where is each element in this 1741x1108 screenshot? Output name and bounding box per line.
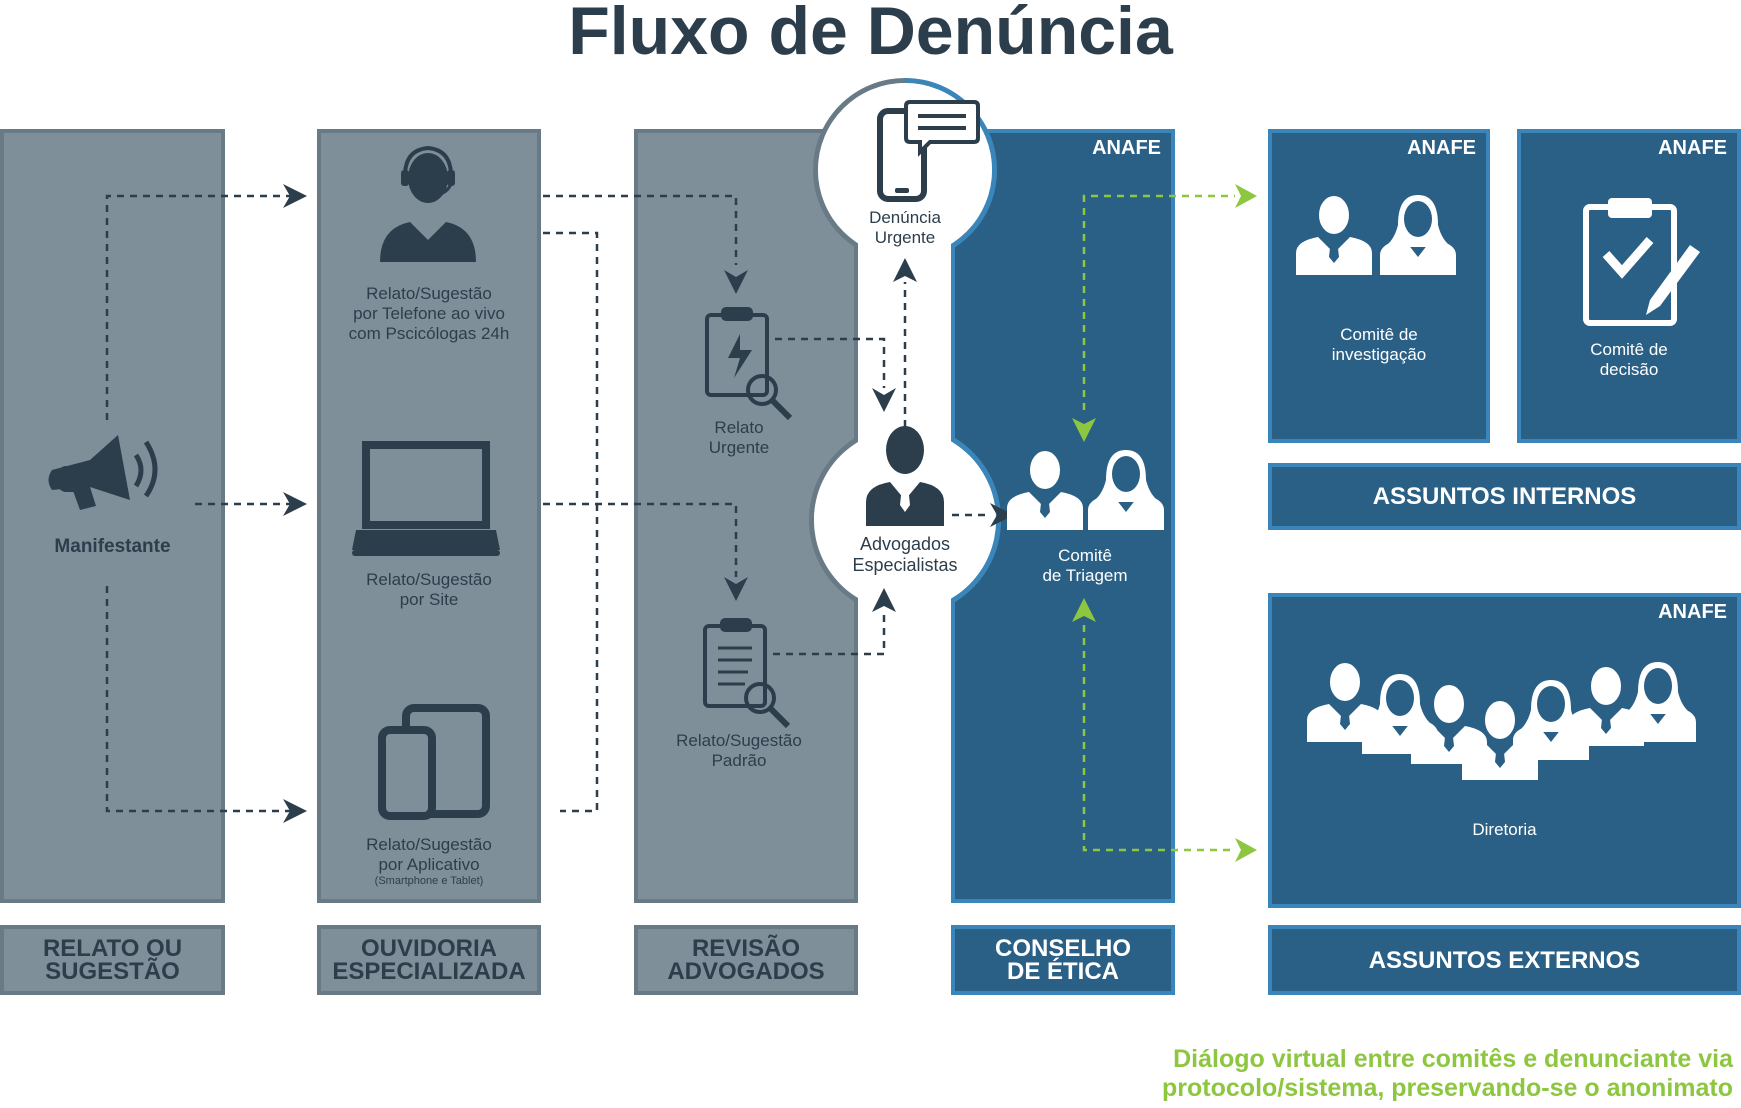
label-line: ADVOGADOS bbox=[667, 958, 825, 985]
caption-line: decisão bbox=[1599, 360, 1659, 379]
caption-advogados: Advogados Especialistas bbox=[820, 534, 990, 576]
caption-line: de Triagem bbox=[1042, 566, 1128, 585]
arrow-right bbox=[283, 184, 307, 208]
caption-line: Urgente bbox=[708, 438, 770, 457]
caption-line: por Site bbox=[399, 590, 459, 609]
footer-note: Diálogo virtual entre comitês e denuncia… bbox=[1162, 1045, 1733, 1103]
caption-line: Relato/Sugestão bbox=[676, 731, 802, 750]
caption-line: Comitê bbox=[1058, 546, 1112, 565]
caption-comite-investigacao: Comitê de investigação bbox=[1268, 325, 1490, 365]
arrow-right-green bbox=[1235, 184, 1257, 208]
box-comite-investigacao bbox=[1268, 129, 1490, 443]
caption-telefone: Relato/Sugestão por Telefone ao vivo com… bbox=[317, 284, 541, 344]
caption-line: Denúncia bbox=[869, 208, 941, 227]
anafe-badge: ANAFE bbox=[1658, 601, 1727, 623]
caption-line: Urgente bbox=[874, 228, 936, 247]
caption-line: Relato bbox=[714, 418, 764, 437]
arrow-right bbox=[283, 799, 307, 823]
column-conselho bbox=[951, 129, 1175, 903]
label-line: REVISÃO bbox=[691, 935, 800, 962]
column-relato bbox=[0, 129, 225, 903]
arrow-up bbox=[893, 258, 917, 282]
anafe-badge: ANAFE bbox=[1092, 137, 1161, 159]
caption-note: (Smartphone e Tablet) bbox=[374, 875, 484, 887]
box-diretoria bbox=[1268, 593, 1741, 908]
label-line: DE ÉTICA bbox=[1006, 958, 1119, 985]
caption-line: por Telefone ao vivo bbox=[353, 304, 505, 323]
caption-manifestante: Manifestante bbox=[54, 536, 171, 557]
anafe-badge: ANAFE bbox=[1658, 137, 1727, 159]
caption-line: Padrão bbox=[711, 751, 767, 770]
box-comite-decisao bbox=[1517, 129, 1741, 443]
caption-line: investigação bbox=[1331, 345, 1427, 364]
column-ouvidoria bbox=[317, 129, 541, 903]
caption-comite-triagem: Comitê de Triagem bbox=[1005, 546, 1165, 586]
caption-line: Especialistas bbox=[852, 555, 958, 575]
page-title: Fluxo de Denúncia bbox=[568, 0, 1173, 69]
arrow-up bbox=[872, 588, 896, 612]
caption-line: Relato/Sugestão bbox=[366, 570, 492, 589]
caption-line: Comitê de bbox=[1590, 340, 1668, 359]
footer-line: Diálogo virtual entre comitês e denuncia… bbox=[1173, 1045, 1733, 1073]
caption-line: Comitê de bbox=[1340, 325, 1418, 344]
label-assuntos-internos: ASSUNTOS INTERNOS bbox=[1268, 463, 1741, 530]
caption-relato-urgente: Relato Urgente bbox=[634, 418, 844, 458]
caption-relato-padrao: Relato/Sugestão Padrão bbox=[634, 731, 844, 771]
footer-line: protocolo/sistema, preservando-se o anon… bbox=[1162, 1074, 1733, 1102]
caption-line: Relato/Sugestão bbox=[366, 284, 492, 303]
caption-denuncia-urgente: Denúncia Urgente bbox=[845, 208, 965, 248]
caption-site: Relato/Sugestão por Site bbox=[317, 570, 541, 610]
caption-line: Relato/Sugestão bbox=[366, 835, 492, 854]
arrow-right bbox=[283, 492, 307, 516]
arrow-right-green bbox=[1235, 838, 1257, 862]
anafe-badge: ANAFE bbox=[1407, 137, 1476, 159]
connector-telefone-app-loop bbox=[543, 231, 599, 813]
caption-comite-decisao: Comitê de decisão bbox=[1517, 340, 1741, 380]
label-line: RELATO OU bbox=[42, 935, 183, 962]
lawyer-icon bbox=[866, 426, 944, 526]
column-revisao bbox=[634, 129, 858, 903]
caption-line: com Pscicólogas 24h bbox=[348, 324, 510, 343]
label-line: SUGESTÃO bbox=[45, 958, 180, 985]
label-line: ESPECIALIZADA bbox=[332, 958, 526, 985]
label-assuntos-externos: ASSUNTOS EXTERNOS bbox=[1268, 925, 1741, 995]
arrow-down bbox=[872, 388, 896, 412]
caption-line: Advogados bbox=[859, 534, 951, 554]
caption-diretoria: Diretoria bbox=[1472, 820, 1537, 839]
label-line: CONSELHO bbox=[994, 935, 1131, 962]
caption-line: por Aplicativo bbox=[378, 855, 480, 874]
label-line: OUVIDORIA bbox=[360, 935, 497, 962]
caption-aplicativo: Relato/Sugestão por Aplicativo (Smartpho… bbox=[317, 835, 541, 888]
